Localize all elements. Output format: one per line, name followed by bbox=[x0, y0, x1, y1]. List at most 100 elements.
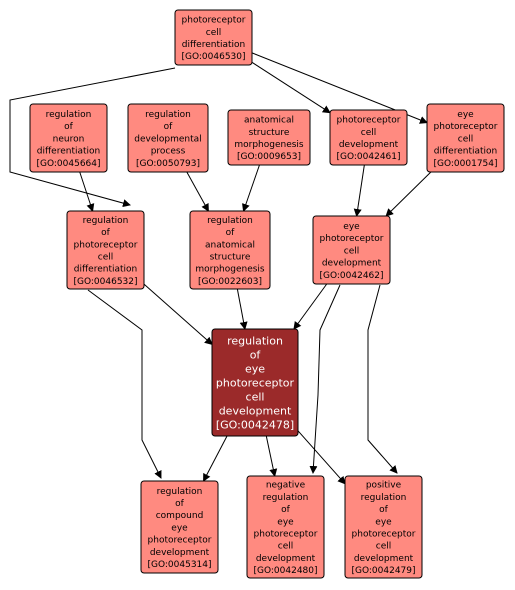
node-label-line: development bbox=[354, 554, 414, 564]
edge-0046532-to-0045314 bbox=[87, 289, 162, 479]
node-box bbox=[189, 210, 271, 290]
edge-0042478-to-0042479 bbox=[297, 430, 346, 485]
node-go-id: [GO:0045664] bbox=[36, 159, 100, 169]
edge-0046530-to-0042461 bbox=[251, 61, 331, 114]
node-go-id: [GO:0022603] bbox=[198, 277, 262, 287]
go-term-node-0046530[interactable]: photoreceptorcelldifferentiation[GO:0046… bbox=[174, 9, 253, 66]
node-go-id: [GO:0050793] bbox=[136, 159, 200, 169]
edge-0045664-to-0046532 bbox=[79, 171, 95, 212]
node-label-line: structure bbox=[249, 128, 290, 138]
go-term-node-0042479[interactable]: positiveregulationofeyephotoreceptorcell… bbox=[344, 475, 423, 579]
node-go-id: [GO:0042480] bbox=[253, 566, 317, 576]
node-label-line: of bbox=[281, 505, 291, 515]
node-go-id: [GO:0045314] bbox=[147, 560, 211, 570]
node-label-line: neuron bbox=[53, 134, 85, 144]
node-go-id: [GO:0042462] bbox=[319, 271, 383, 281]
node-label-line: regulation bbox=[227, 334, 283, 347]
node-label-line: development bbox=[150, 548, 210, 558]
node-box bbox=[174, 9, 253, 66]
node-box bbox=[66, 210, 145, 290]
node-box bbox=[426, 103, 505, 173]
node-label-line: development bbox=[256, 554, 316, 564]
node-go-id: [GO:0042479] bbox=[351, 566, 415, 576]
node-label-line: differentiation bbox=[182, 40, 245, 50]
node-label-line: compound bbox=[156, 511, 204, 521]
node-label-line: photoreceptor bbox=[434, 122, 498, 132]
node-label-line: of bbox=[164, 122, 174, 132]
node-label-line: of bbox=[250, 348, 262, 361]
node-go-id: [GO:0046532] bbox=[73, 277, 137, 287]
node-box bbox=[227, 109, 311, 166]
node-label-line: differentiation bbox=[74, 265, 137, 275]
node-box bbox=[211, 328, 299, 437]
go-term-node-0045314[interactable]: regulationofcompoundeyephotoreceptordeve… bbox=[140, 480, 219, 574]
node-label-line: eye bbox=[343, 222, 360, 232]
go-term-node-0046532[interactable]: regulation of photoreceptor cell differentia… bbox=[66, 210, 145, 290]
node-label-line: development bbox=[219, 404, 292, 417]
node-box bbox=[127, 103, 209, 173]
node-box bbox=[140, 480, 219, 574]
node-label-line: differentiation bbox=[37, 147, 100, 157]
go-term-node-0042478[interactable]: regulationofeyephotoreceptorcelldevelopm… bbox=[211, 328, 299, 437]
edge-0042478-to-0045314 bbox=[203, 435, 228, 482]
node-label-line: cell bbox=[98, 253, 114, 263]
edge-0046532-to-0042478 bbox=[143, 283, 213, 346]
node-label-line: of bbox=[101, 228, 111, 238]
node-label-line: photoreceptor bbox=[74, 240, 138, 250]
node-label-line: photoreceptor bbox=[320, 234, 384, 244]
node-label-line: development bbox=[339, 140, 399, 150]
edge-0001754-to-0042462 bbox=[385, 171, 432, 217]
go-term-node-0045664[interactable]: regulationofneurondifferentiation[GO:004… bbox=[29, 103, 108, 173]
node-label-line: photoreceptor bbox=[216, 376, 295, 389]
node-label-line: of bbox=[175, 499, 185, 509]
node-label-line: photoreceptor bbox=[337, 116, 401, 126]
go-term-node-0042462[interactable]: eyephotoreceptorcelldevelopment[GO:00424… bbox=[312, 215, 391, 285]
node-label-line: cell bbox=[206, 28, 222, 38]
node-label-line: process bbox=[151, 147, 186, 157]
node-label-line: regulation bbox=[83, 216, 129, 226]
node-go-id: [GO:0042461] bbox=[336, 152, 400, 162]
node-label-line: photoreceptor bbox=[352, 530, 416, 540]
node-label-line: eye bbox=[245, 362, 265, 375]
edge-0046530-to-0046532 bbox=[9, 67, 176, 208]
node-label-line: regulation bbox=[207, 216, 253, 226]
node-box bbox=[29, 103, 108, 173]
node-label-line: cell bbox=[458, 134, 474, 144]
node-box bbox=[312, 215, 391, 285]
node-label-line: photoreceptor bbox=[254, 530, 318, 540]
node-label-line: morphogenesis bbox=[195, 265, 265, 275]
go-term-node-0001754[interactable]: eyephotoreceptorcelldifferentiation[GO:0… bbox=[426, 103, 505, 173]
node-go-id: [GO:0009653] bbox=[237, 152, 301, 162]
edges-layer bbox=[9, 52, 432, 485]
edge-0042462-to-0042479 bbox=[367, 284, 398, 474]
node-label-line: cell bbox=[278, 542, 294, 552]
node-label-line: of bbox=[64, 122, 74, 132]
node-label-line: developmental bbox=[134, 134, 201, 144]
go-term-node-0009653[interactable]: anatomicalstructuremorphogenesis[GO:0009… bbox=[227, 109, 311, 166]
node-label-line: development bbox=[322, 259, 382, 269]
node-box bbox=[344, 475, 423, 579]
go-term-node-0042480[interactable]: negativeregulationofeyephotoreceptorcell… bbox=[246, 475, 325, 579]
node-label-line: cell bbox=[376, 542, 392, 552]
node-label-line: eye bbox=[277, 517, 294, 527]
node-label-line: regulation bbox=[361, 493, 407, 503]
node-go-id: [GO:0046530] bbox=[181, 52, 245, 62]
edge-0009653-to-0022603 bbox=[242, 164, 260, 212]
go-term-node-0022603[interactable]: regulationofanatomicalstructuremorphogen… bbox=[189, 210, 271, 290]
edge-0042462-to-0042480 bbox=[309, 284, 341, 474]
node-label-line: of bbox=[379, 505, 389, 515]
node-label-line: eye bbox=[457, 110, 474, 120]
node-label-line: cell bbox=[361, 128, 377, 138]
go-term-node-0050793[interactable]: regulationofdevelopmentalprocess[GO:0050… bbox=[127, 103, 209, 173]
go-term-node-0042461[interactable]: photoreceptor cell development [GO:0042461] bbox=[329, 109, 408, 166]
node-label-line: structure bbox=[210, 253, 251, 263]
node-go-id: [GO:0042478] bbox=[216, 418, 294, 431]
node-label-line: cell bbox=[246, 390, 265, 403]
node-label-line: eye bbox=[375, 517, 392, 527]
node-label-line: negative bbox=[266, 481, 306, 491]
edge-0042478-to-0042480 bbox=[265, 435, 278, 477]
node-box bbox=[246, 475, 325, 579]
node-label-line: differentiation bbox=[434, 147, 497, 157]
node-label-line: photoreceptor bbox=[148, 536, 212, 546]
